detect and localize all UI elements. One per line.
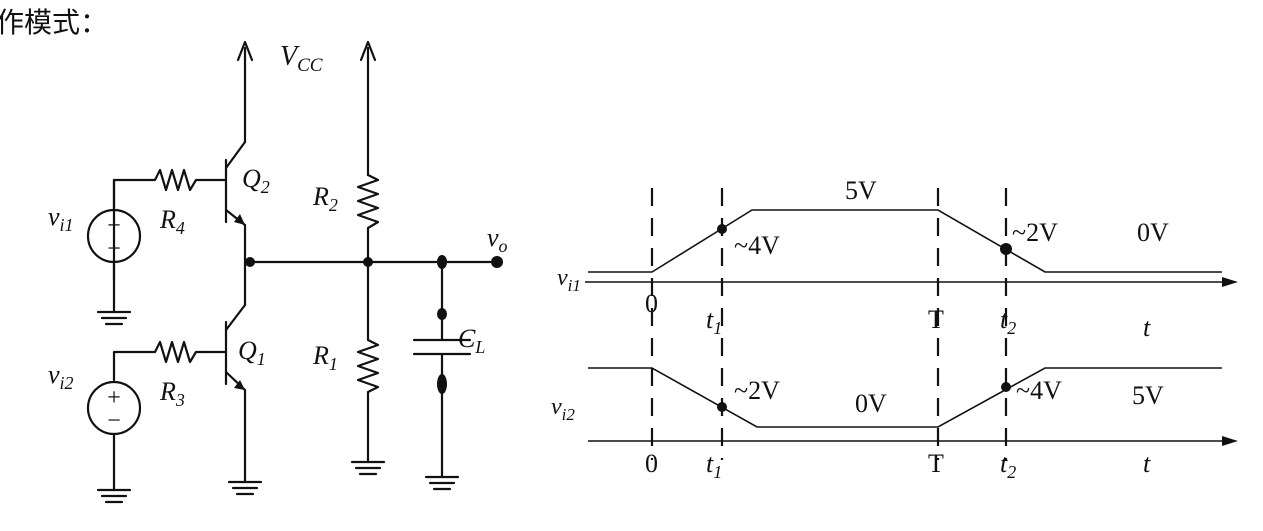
resistor-r4 xyxy=(112,168,210,282)
vi2-minus-sign: − xyxy=(107,408,121,434)
ground-r1 xyxy=(350,460,386,476)
vi1-point-t2 xyxy=(1000,243,1012,255)
capacitor-cl xyxy=(412,260,472,479)
vi1-label: vi1 xyxy=(48,202,74,235)
resistor-r3 xyxy=(112,340,210,382)
vcc-arrow-left xyxy=(236,40,254,144)
waveform-vi1 xyxy=(585,209,1238,287)
vi1-level-4v: ~4V xyxy=(734,231,780,260)
junction-dot-1 xyxy=(245,257,255,267)
vi1-level-0v: 0V xyxy=(1137,218,1169,247)
output-terminal xyxy=(491,256,503,268)
r3-label: R3 xyxy=(159,377,185,410)
vi1-trace xyxy=(588,209,1222,273)
vi1-minus-sign: − xyxy=(107,236,121,262)
vi2-axis-arrow xyxy=(1222,436,1238,446)
vi2-tick-0: 0 xyxy=(645,449,658,478)
vi1-point-t1 xyxy=(717,224,727,234)
cl-label: CL xyxy=(458,324,485,357)
vcc-arrow-right xyxy=(359,40,377,177)
resistor-r1 xyxy=(356,260,380,464)
header-title: 作模式： xyxy=(0,6,108,39)
vi2-wave-label: vi2 xyxy=(551,394,575,424)
q2-label: Q2 xyxy=(242,164,270,197)
vi1-tick-t2: t2 xyxy=(1000,305,1016,338)
r2-label: R2 xyxy=(312,182,338,215)
transistor-q2 xyxy=(206,140,247,264)
vi2-tick-T: T xyxy=(928,449,944,478)
voltage-source-vi2: + − xyxy=(86,380,142,492)
r1-label: R1 xyxy=(312,341,338,374)
ground-q1 xyxy=(227,480,263,496)
transistor-q1 xyxy=(206,260,247,484)
vi2-point-t2 xyxy=(1001,382,1011,392)
ground-vi2 xyxy=(96,488,132,504)
vi2-tick-t1: t1 xyxy=(706,449,722,482)
ground-cl xyxy=(424,475,460,491)
waveform-vi2 xyxy=(588,367,1238,446)
vi2-tick-t2: t2 xyxy=(1000,449,1016,482)
vi2-level-4v: ~4V xyxy=(1016,376,1062,405)
vi1-tick-T: T xyxy=(928,305,944,334)
vo-label: vo xyxy=(487,223,508,256)
vi2-plus-sign: + xyxy=(107,385,121,411)
resistor-r2 xyxy=(356,173,380,264)
vi2-axis-label: t xyxy=(1143,449,1151,478)
circuit-schematic: VCC Q2 Q1 xyxy=(48,40,508,504)
vi2-trace xyxy=(588,367,1222,428)
r4-label: R4 xyxy=(159,205,185,238)
vi1-tick-t1: t1 xyxy=(706,305,722,338)
vi2-level-5v: 5V xyxy=(1132,381,1164,410)
vi2-point-t1 xyxy=(717,402,727,412)
vi2-level-0v: 0V xyxy=(855,389,887,418)
vi1-level-5v: 5V xyxy=(845,176,877,205)
vi1-axis-label: t xyxy=(1143,313,1151,342)
vi2-label: vi2 xyxy=(48,360,74,393)
vi1-level-2v: ~2V xyxy=(1012,218,1058,247)
vi1-tick-0: 0 xyxy=(645,289,658,318)
vi1-axis-arrow xyxy=(1222,277,1238,287)
q1-label: Q1 xyxy=(238,336,266,369)
vi1-wave-label: vi1 xyxy=(557,265,581,295)
ground-vi1 xyxy=(96,310,132,326)
vcc-label: VCC xyxy=(280,41,323,76)
waveform-diagram: vi1 5V ~4V ~2V 0V 0 t1 T t2 t vi2 ~2V 0V… xyxy=(551,176,1238,482)
vi1-plus-sign: + xyxy=(107,213,121,239)
vi2-level-2v: ~2V xyxy=(734,376,780,405)
voltage-source-vi1: + − xyxy=(86,208,142,314)
